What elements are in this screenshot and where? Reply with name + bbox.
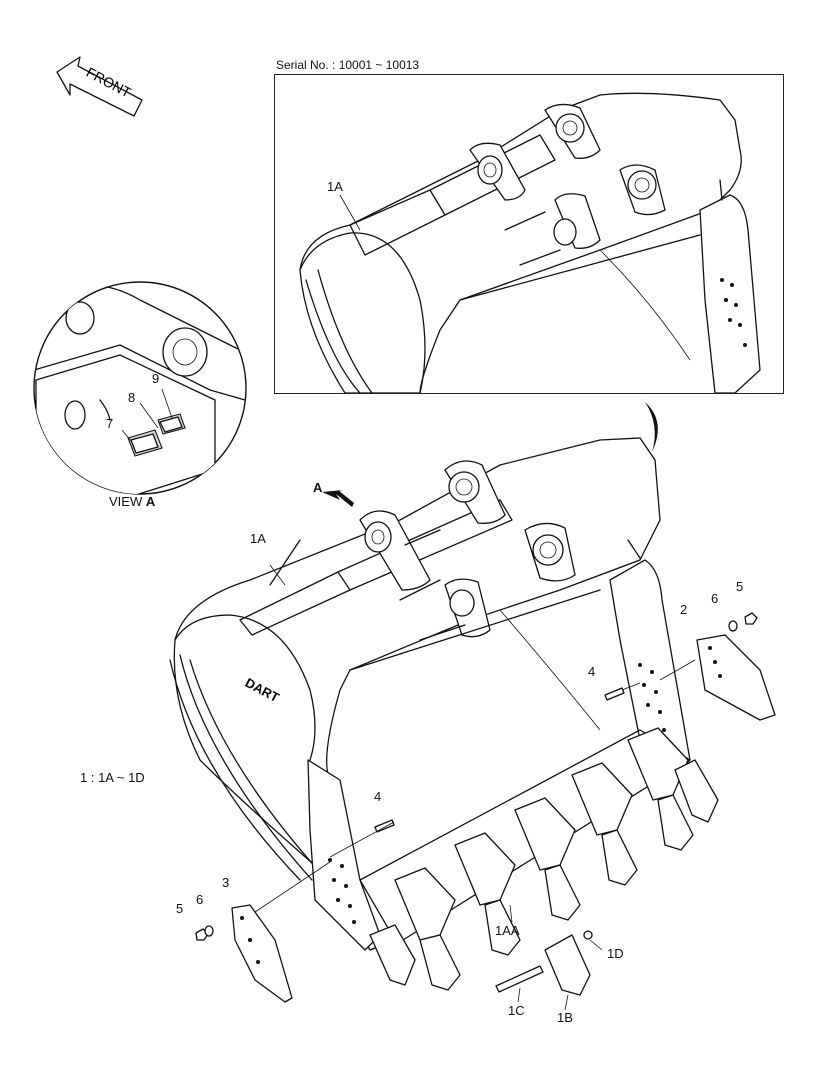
- callout-view-8: 8: [128, 390, 136, 405]
- callout-4-left: 4: [374, 789, 382, 804]
- callout-4-right: 4: [588, 664, 596, 679]
- side-plate-3: [231, 904, 293, 1003]
- callout-3: 3: [222, 875, 230, 890]
- callout-5-right: 5: [736, 579, 744, 594]
- view-a-caption: VIEW A: [109, 494, 156, 509]
- bucket-teeth: [369, 727, 719, 996]
- side-plate-2: [696, 634, 776, 721]
- callout-6-left: 6: [196, 892, 204, 907]
- front-arrow-icon: FRONT: [56, 56, 143, 117]
- callout-6-right: 6: [711, 591, 719, 606]
- inset-pointer-icon: [640, 398, 658, 452]
- callout-view-9: 9: [152, 371, 160, 386]
- inset-frame: [274, 74, 784, 394]
- main-bucket-drawing: DART: [169, 194, 776, 1011]
- view-a-arrow-icon: [322, 490, 354, 507]
- callout-1b: 1B: [557, 1010, 573, 1025]
- serial-number-text: Serial No. : 10001 ~ 10013: [276, 58, 420, 72]
- callout-1c: 1C: [508, 1003, 525, 1018]
- callout-inset-1a: 1A: [327, 179, 343, 194]
- callout-view-7: 7: [106, 416, 114, 431]
- quantity-note: 1 : 1A ~ 1D: [80, 770, 145, 785]
- callout-2: 2: [680, 602, 688, 617]
- callout-1aa: 1AA: [495, 923, 520, 938]
- inset-bucket-drawing: [299, 92, 761, 393]
- callout-5-left: 5: [176, 901, 184, 916]
- arrow-a-label: A: [313, 480, 323, 495]
- callout-main-1a: 1A: [250, 531, 266, 546]
- view-a-detail: [33, 281, 247, 495]
- callout-1d: 1D: [607, 946, 624, 961]
